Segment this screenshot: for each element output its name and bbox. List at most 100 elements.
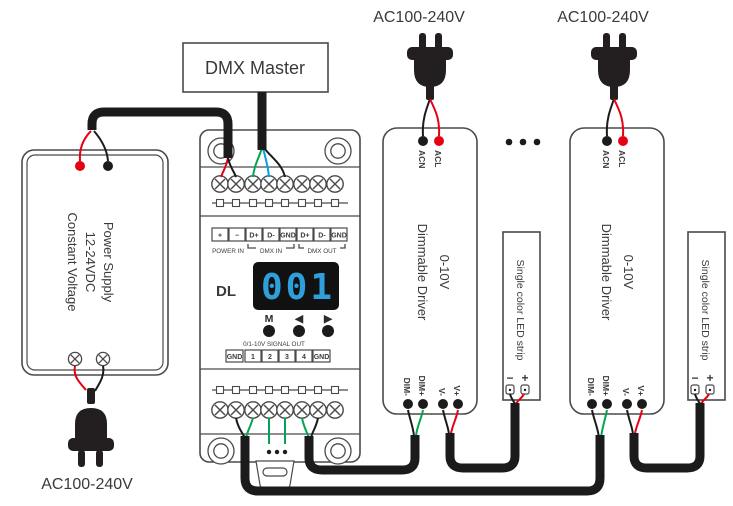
sig-ch1: 1 [251, 354, 255, 361]
wire-black-driver1-v-minus [442, 409, 450, 435]
driver1-acn-terminal [418, 136, 428, 146]
cable-ps-to-controller [87, 107, 233, 158]
led-strip2-label: Single color LED strip [699, 260, 711, 361]
driver1-dim-plus-label: DIM+ [417, 375, 427, 396]
dimmable-driver-2: ACN ACL 0-10V Dimmable Driver DIM- DIM+ … [569, 127, 665, 415]
wire-black-driver2-v-minus [626, 409, 634, 435]
driver1-acl-terminal [434, 136, 444, 146]
ac-label-driver1: AC100-240V [373, 9, 465, 26]
ac-plug-driver2 [591, 33, 637, 100]
driver1-title-line2: Dimmable Driver [415, 224, 430, 321]
power-supply-line3: Constant Voltage [65, 212, 80, 311]
driver2-v-plus-terminal [637, 399, 647, 409]
led-strip1-label: Single color LED strip [514, 260, 526, 361]
din-rail-tab [255, 460, 295, 490]
led-strip2-plus-label: + [706, 371, 713, 385]
sig-ch3: 3 [285, 354, 289, 361]
ac-label-power-supply: AC100-240V [41, 476, 133, 493]
terminal-label-dplus-out: D+ [300, 233, 309, 240]
wire-green-driver1-dim-plus [415, 409, 424, 437]
power-supply-unit: Power Supply 12-24VDC Constant Voltage [21, 149, 169, 376]
driver2-title-line2: Dimmable Driver [599, 224, 614, 321]
driver1-v-minus-label: V- [437, 388, 447, 396]
wire-red-plug1 [429, 98, 441, 137]
terminal-label-gnd-in: GND [280, 233, 296, 240]
terminal-label-gnd-out: GND [331, 233, 347, 240]
wire-black-ps-to-plug [94, 365, 105, 392]
driver2-dim-plus-label: DIM+ [601, 375, 611, 396]
group-label-dmx-out: DMX OUT [307, 248, 336, 255]
din-clip-row-bottom [212, 385, 348, 395]
driver2-acn-label: ACN [601, 150, 611, 168]
driver2-v-minus-terminal [622, 399, 632, 409]
terminal-label-dplus-in: D+ [249, 233, 258, 240]
dmx-master-box: DMX Master [182, 42, 329, 93]
driver1-dim-minus-terminal [403, 399, 413, 409]
wires [73, 98, 710, 444]
ps-dc-minus-terminal [103, 161, 113, 171]
ps-dc-plus-terminal [75, 161, 85, 171]
wire-red-driver1-v-plus [450, 409, 459, 435]
led-strip2-minus-label: − [691, 371, 698, 385]
menu-button [263, 325, 275, 337]
driver1-v-plus-terminal [453, 399, 463, 409]
wire-red-ps-up [78, 130, 92, 162]
din-clip-row-top [212, 198, 348, 208]
driver2-dim-minus-terminal [587, 399, 597, 409]
wire-black-dmx-gnd [263, 147, 286, 178]
driver1-v-plus-label: V+ [452, 385, 462, 396]
driver1-acl-label: ACL [433, 150, 443, 167]
ac-plug-driver1 [407, 33, 453, 100]
led-strip1-minus-label: − [506, 371, 513, 385]
driver2-v-minus-label: V- [621, 388, 631, 396]
terminal-label-dminus-in: D- [267, 233, 275, 240]
wire-black-to-power-minus [227, 156, 237, 178]
led-strip-1: Single color LED strip − + [502, 231, 541, 401]
group-label-dmx-in: DMX IN [260, 248, 282, 255]
driver2-acl-terminal [618, 136, 628, 146]
left-button [293, 325, 305, 337]
dmx-master-label: DMX Master [205, 58, 305, 78]
sig-ch4: 4 [302, 354, 306, 361]
left-arrow-icon: ◀ [294, 313, 304, 325]
continuation-dots-controller [266, 449, 288, 455]
driver1-acn-label: ACN [417, 150, 427, 168]
cable-driver1-to-led1 [445, 403, 520, 473]
led-display [253, 262, 339, 310]
driver2-dim-plus-terminal [602, 399, 612, 409]
wire-black-plug2 [605, 98, 615, 137]
ac-plug-power-supply [68, 388, 114, 467]
display-value: 001 [261, 267, 335, 308]
driver1-dim-plus-terminal [418, 399, 428, 409]
driver1-v-minus-terminal [438, 399, 448, 409]
wire-blue-dmx-dminus [262, 147, 270, 178]
driver2-dim-minus-label: DIM- [586, 378, 596, 397]
led-strip-2: Single color LED strip − + [687, 231, 726, 401]
wire-red-plug2 [613, 98, 625, 137]
wire-green-dmx-dplus [252, 147, 263, 178]
cables [87, 92, 705, 496]
dimmable-driver-1: ACN ACL 0-10V Dimmable Driver DIM- DIM+ … [382, 127, 478, 415]
ps-ac-screw-terminal [95, 351, 111, 367]
menu-button-label: M [265, 313, 274, 325]
controller-signal-out-labels: 0/1-10V SIGNAL OUT GND 1 2 3 4 GND [225, 341, 331, 363]
driver1-dim-minus-label: DIM- [402, 378, 412, 397]
group-label-power-in: POWER IN [212, 248, 244, 255]
sig-gnd-left: GND [227, 354, 243, 361]
led-strip1-plus-label: + [521, 371, 528, 385]
terminal-label-plus: + [218, 233, 222, 240]
sig-ch2: 2 [268, 354, 272, 361]
cable-signal-to-driver1 [304, 435, 420, 475]
terminal-label-minus: − [235, 233, 239, 240]
ac-label-driver2: AC100-240V [557, 9, 649, 26]
mounting-hole [207, 437, 235, 465]
right-button [322, 325, 334, 337]
power-supply-line1: Power Supply [101, 222, 116, 303]
wire-red-driver2-v-plus [634, 409, 643, 435]
driver1-title-line1: 0-10V [437, 255, 452, 290]
signal-out-title: 0/1-10V SIGNAL OUT [243, 341, 305, 348]
mounting-hole [324, 437, 352, 465]
terminal-label-dminus-out: D- [318, 233, 326, 240]
cable-signal-to-driver2 [240, 435, 605, 496]
